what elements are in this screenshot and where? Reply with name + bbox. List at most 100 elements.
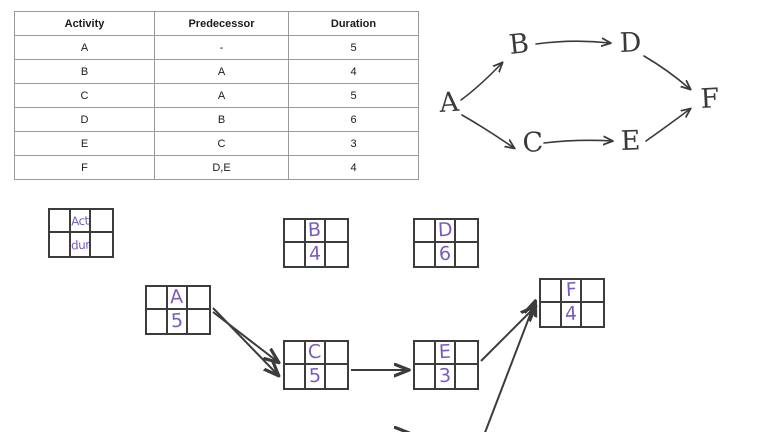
- legend-activity-label: Act: [70, 213, 90, 228]
- node-c-cell-es: [285, 342, 306, 365]
- node-b-cell-lf: [326, 243, 347, 266]
- column-header-predecessor: Predecessor: [154, 11, 289, 36]
- sketch-edge-c-e: [543, 140, 612, 143]
- network-node-e: E 3: [413, 340, 479, 390]
- node-f-cell-lf: [582, 303, 603, 326]
- cell-predecessor: A: [154, 59, 289, 84]
- cell-predecessor: C: [154, 131, 289, 156]
- node-d-cell-es: [415, 220, 436, 243]
- node-d-activity-label: D: [437, 220, 453, 242]
- column-header-activity: Activity: [14, 11, 155, 36]
- node-e-activity-label: E: [438, 342, 452, 364]
- node-d-cell-duration: 6: [436, 243, 457, 266]
- node-a-activity-label: A: [169, 287, 185, 309]
- network-node-d: D 6: [413, 218, 479, 268]
- sketch-edge-d-f: [643, 55, 690, 89]
- cell-activity: F: [14, 155, 155, 180]
- node-b-activity-label: B: [307, 220, 323, 242]
- aon-arrows-svg: [212, 190, 768, 432]
- network-node-f: F 4: [539, 278, 605, 328]
- node-d-cell-lf: [456, 243, 477, 266]
- cell-activity: B: [14, 59, 155, 84]
- net-edge-a-c: [212, 311, 278, 362]
- node-e-cell-ls: [415, 365, 436, 388]
- legend-cell-activity: Act: [70, 210, 92, 233]
- node-d-duration-label: 6: [438, 243, 452, 266]
- node-b-duration-label: 4: [308, 243, 322, 266]
- sketch-edge-b-d: [535, 41, 610, 44]
- node-a-cell-es: [147, 287, 168, 310]
- node-f-duration-label: 4: [564, 303, 578, 326]
- sketch-node-a: A: [437, 87, 460, 119]
- node-d-cell-activity: D: [435, 220, 457, 243]
- column-header-duration: Duration: [288, 11, 419, 36]
- node-e-cell-es: [415, 342, 436, 365]
- network-node-c: C 5: [283, 340, 349, 390]
- cell-predecessor: B: [154, 107, 289, 132]
- sketch-edge-e-f: [645, 109, 690, 142]
- legend-cell-bottom-left: [50, 233, 71, 256]
- sketch-node-c: C: [522, 127, 544, 159]
- cell-activity: C: [14, 83, 155, 108]
- legend-cell-duration: dur: [71, 233, 92, 256]
- cell-duration: 6: [288, 107, 419, 132]
- net-edge-d-f: [484, 302, 535, 432]
- cell-activity: A: [14, 35, 155, 60]
- node-f-cell-ls: [541, 303, 562, 326]
- node-e-cell-activity: E: [435, 342, 457, 365]
- node-b-cell-es: [285, 220, 306, 243]
- node-a-cell-ls: [147, 310, 168, 333]
- cell-activity: E: [14, 131, 155, 156]
- node-e-cell-ef: [456, 342, 477, 365]
- node-c-cell-duration: 5: [306, 365, 327, 388]
- table-row: F D,E 4: [14, 155, 419, 180]
- cell-duration: 3: [288, 131, 419, 156]
- sketch-edge-a-b: [460, 63, 502, 101]
- network-node-a: A 5: [145, 285, 211, 335]
- precedence-sketch: A B D C E F: [418, 8, 768, 183]
- node-d-cell-ef: [456, 220, 477, 243]
- node-c-duration-label: 5: [308, 365, 322, 388]
- node-d-cell-ls: [415, 243, 436, 266]
- table-row: B A 4: [14, 59, 419, 84]
- cell-predecessor: A: [154, 83, 289, 108]
- sketch-edge-a-c: [461, 114, 514, 148]
- sketch-node-f: F: [700, 83, 720, 115]
- aon-network-diagram: Act dur A 5 B 4: [0, 190, 768, 432]
- node-c-cell-ef: [326, 342, 347, 365]
- node-b-cell-duration: 4: [306, 243, 327, 266]
- legend-key-box: Act dur: [48, 208, 114, 258]
- node-a-duration-label: 5: [170, 310, 184, 333]
- node-a-cell-lf: [188, 310, 209, 333]
- sketch-node-e: E: [620, 125, 641, 157]
- node-c-cell-lf: [326, 365, 347, 388]
- cell-predecessor: -: [154, 35, 289, 60]
- net-edge-e-f: [480, 307, 535, 362]
- legend-cell-top-left: [50, 210, 71, 233]
- cell-duration: 5: [288, 83, 419, 108]
- cell-duration: 4: [288, 59, 419, 84]
- node-f-activity-label: F: [564, 280, 577, 302]
- legend-duration-label: dur: [70, 237, 90, 252]
- network-node-b: B 4: [283, 218, 349, 268]
- cell-duration: 4: [288, 155, 419, 180]
- table-row: E C 3: [14, 131, 419, 156]
- node-a-cell-activity: A: [167, 287, 189, 310]
- table-header-row: Activity Predecessor Duration: [14, 11, 419, 36]
- node-c-activity-label: C: [307, 342, 323, 364]
- node-c-cell-ls: [285, 365, 306, 388]
- table-row: A - 5: [14, 35, 419, 60]
- node-f-cell-es: [541, 280, 562, 303]
- table-row: C A 5: [14, 83, 419, 108]
- sketch-node-b: B: [507, 28, 530, 61]
- node-e-cell-duration: 3: [436, 365, 457, 388]
- node-f-cell-activity: F: [561, 280, 583, 303]
- node-a-cell-duration: 5: [168, 310, 189, 333]
- net-edge-a-b: [212, 307, 278, 375]
- node-f-cell-ef: [582, 280, 603, 303]
- legend-cell-bottom-right: [91, 233, 112, 256]
- cell-duration: 5: [288, 35, 419, 60]
- node-e-cell-lf: [456, 365, 477, 388]
- activity-table: Activity Predecessor Duration A - 5 B A …: [14, 11, 419, 180]
- node-b-cell-ef: [326, 220, 347, 243]
